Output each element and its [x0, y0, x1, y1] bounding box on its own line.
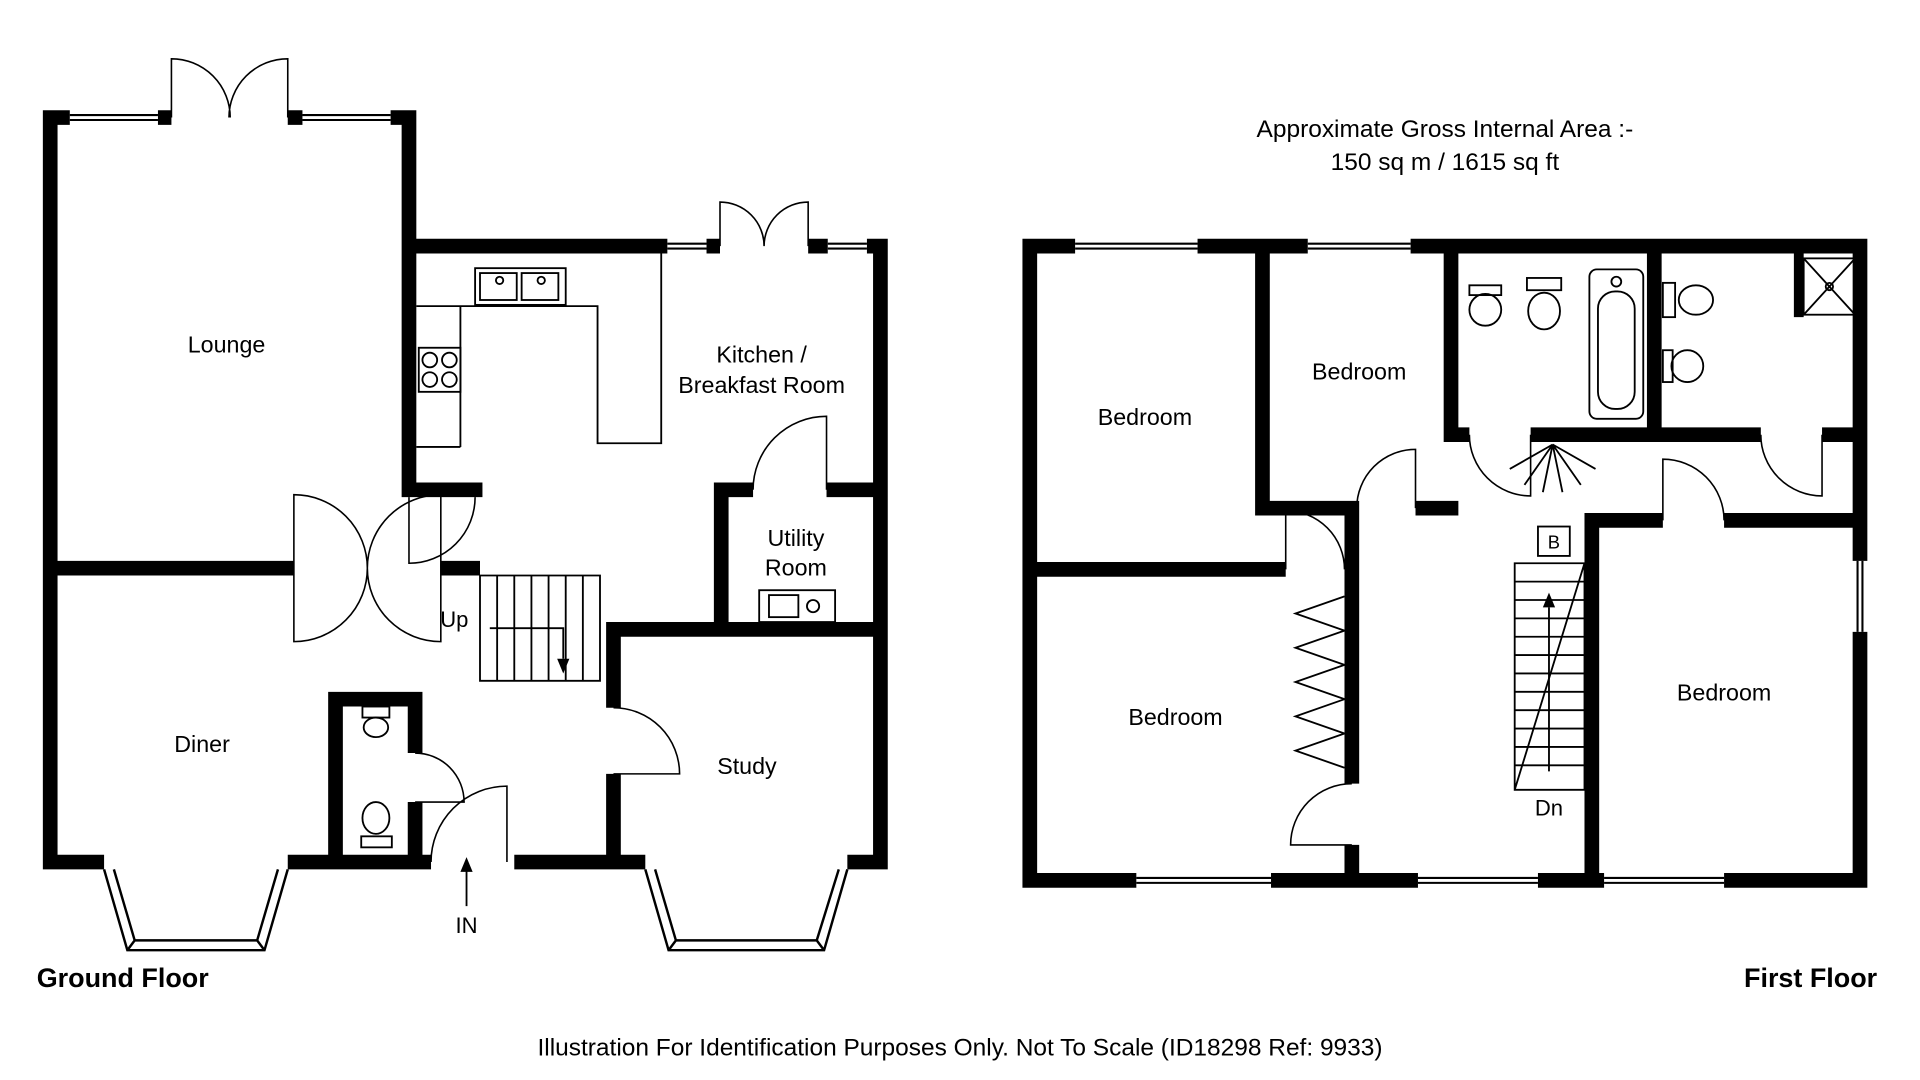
bathroom-toilet	[1526, 277, 1563, 331]
room-label-lounge: Lounge	[188, 332, 266, 358]
room-label-utility-line2: Room	[765, 555, 827, 581]
wardrobe-zigzag	[1292, 595, 1348, 769]
room-label-bedroom-top-left: Bedroom	[1098, 404, 1192, 430]
bathroom-basin	[1468, 284, 1503, 327]
ground-floor-windows	[69, 114, 867, 250]
boiler-label: B	[1548, 532, 1560, 553]
ground-floor-title: Ground Floor	[37, 963, 209, 993]
stairs-up-label: Up	[440, 607, 468, 632]
first-floor-walls	[1022, 238, 1868, 888]
stairs-down-label: Dn	[1535, 796, 1563, 821]
entrance-in-label: IN	[456, 913, 478, 938]
first-floor-windows	[1075, 242, 1864, 884]
staircase-up	[479, 574, 601, 682]
room-label-bedroom-right: Bedroom	[1677, 679, 1771, 705]
kitchen-sink-unit	[474, 267, 567, 306]
room-label-bedroom-top-middle: Bedroom	[1312, 359, 1406, 385]
first-floor-door-swings	[1284, 434, 1823, 846]
wc-basin	[361, 705, 391, 739]
airing-cupboard-fan	[1509, 443, 1596, 493]
hob	[417, 346, 462, 393]
study-bay-window	[644, 869, 849, 952]
wc-toilet	[360, 801, 393, 849]
bath-tub	[1588, 268, 1645, 420]
staircase-down	[1513, 562, 1586, 791]
ground-floor-walls	[42, 110, 888, 870]
room-label-kitchen-line1: Kitchen /	[716, 341, 807, 367]
room-label-kitchen-line2: Breakfast Room	[678, 372, 845, 398]
gross-area-line1: Approximate Gross Internal Area :-	[1257, 116, 1634, 143]
gross-area-line2: 150 sq m / 1615 sq ft	[1331, 149, 1560, 176]
boiler-cupboard: B	[1537, 525, 1571, 557]
wc-room-basin	[1661, 349, 1705, 383]
disclaimer-text: Illustration For Identification Purposes…	[537, 1035, 1382, 1062]
wc-room-toilet	[1661, 281, 1714, 319]
room-label-bedroom-bottom-left: Bedroom	[1128, 704, 1222, 730]
entrance-arrow	[460, 857, 473, 907]
first-floor-plan: B	[1022, 238, 1868, 888]
utility-sink-unit	[758, 589, 837, 623]
ground-floor-door-swings	[170, 57, 828, 863]
diner-bay-window	[102, 869, 289, 952]
shower-cubicle	[1802, 257, 1857, 316]
room-label-diner: Diner	[174, 731, 230, 757]
first-floor-title: First Floor	[1744, 963, 1878, 993]
ground-floor-plan: Lounge Kitchen / Breakfast Room Utility …	[42, 57, 888, 952]
room-label-study: Study	[717, 753, 777, 779]
room-label-utility-line1: Utility	[767, 525, 824, 551]
